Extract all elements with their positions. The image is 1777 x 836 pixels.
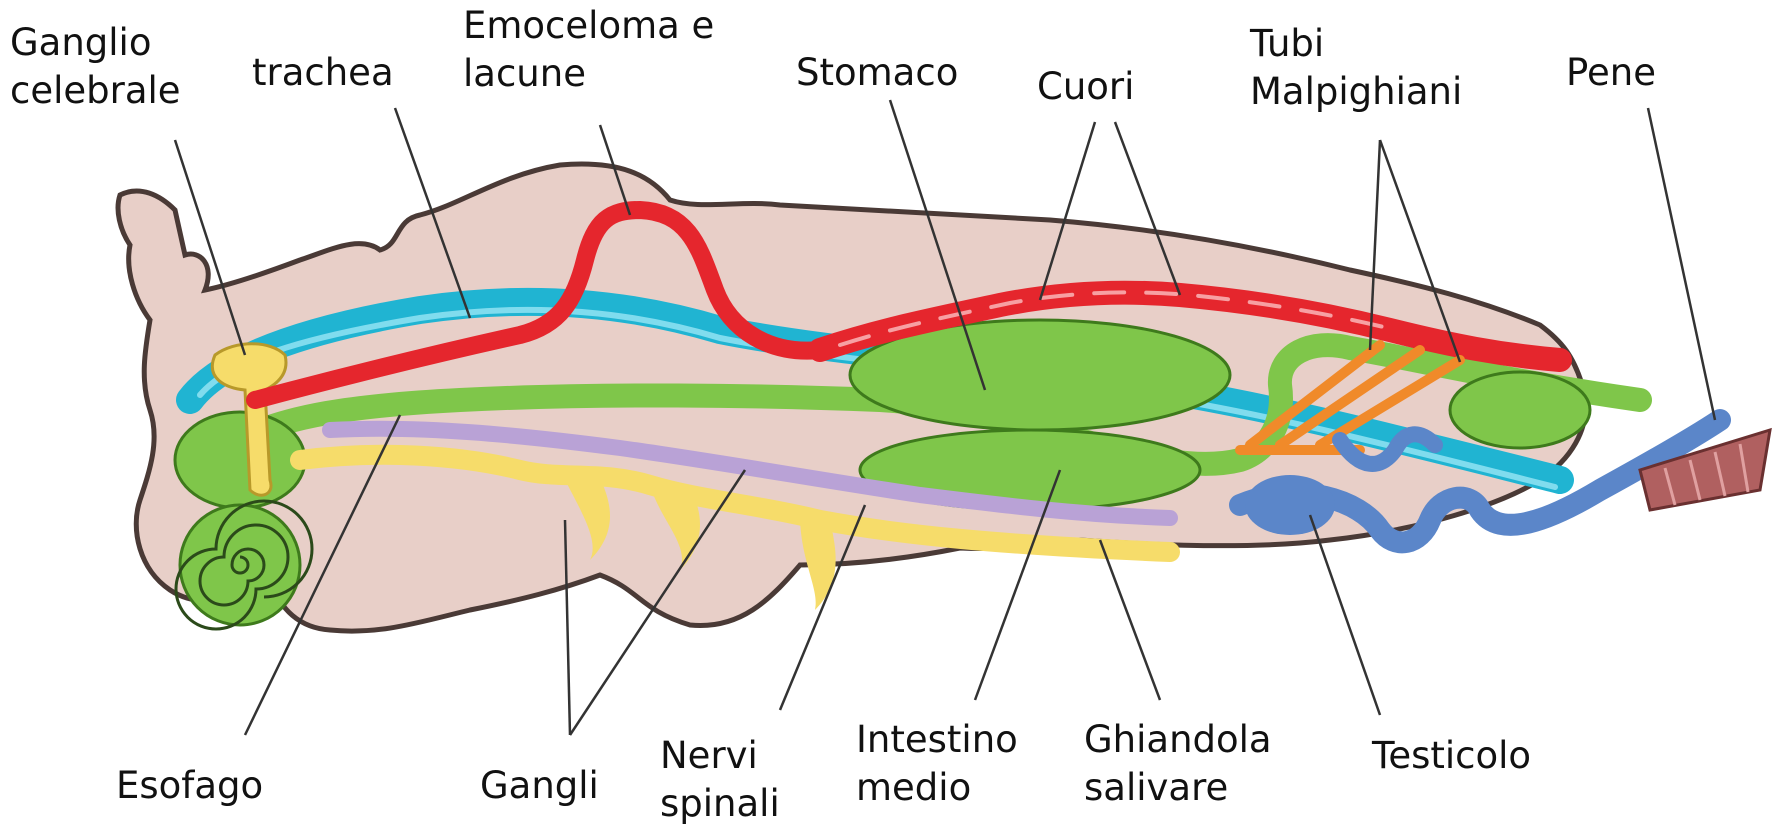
label-nervi-spinali: Nervi spinali — [660, 732, 780, 828]
hindgut-organ — [1450, 372, 1590, 448]
label-gangli: Gangli — [480, 762, 599, 810]
label-esofago: Esofago — [116, 762, 263, 810]
label-testicolo: Testicolo — [1372, 732, 1531, 780]
label-cuori: Cuori — [1037, 63, 1134, 111]
label-intestino-medio: Intestino medio — [856, 716, 1018, 812]
spiral-organ — [180, 505, 300, 625]
leader-pene — [1648, 108, 1715, 420]
label-ganglio-celebrale: Ganglio celebrale — [10, 19, 181, 115]
label-tubi-malpighiani: Tubi Malpighiani — [1250, 20, 1462, 116]
label-emoceloma: Emoceloma e lacune — [463, 2, 714, 98]
label-ghiandola-salivare: Ghiandola salivare — [1084, 716, 1272, 812]
leader-testicolo — [1310, 515, 1380, 715]
crop-organ — [175, 412, 305, 508]
leader-ghiandola — [1100, 540, 1160, 700]
label-pene: Pene — [1566, 49, 1656, 97]
label-stomaco: Stomaco — [796, 49, 958, 97]
testis-organ — [1245, 475, 1335, 535]
label-trachea: trachea — [252, 49, 394, 97]
